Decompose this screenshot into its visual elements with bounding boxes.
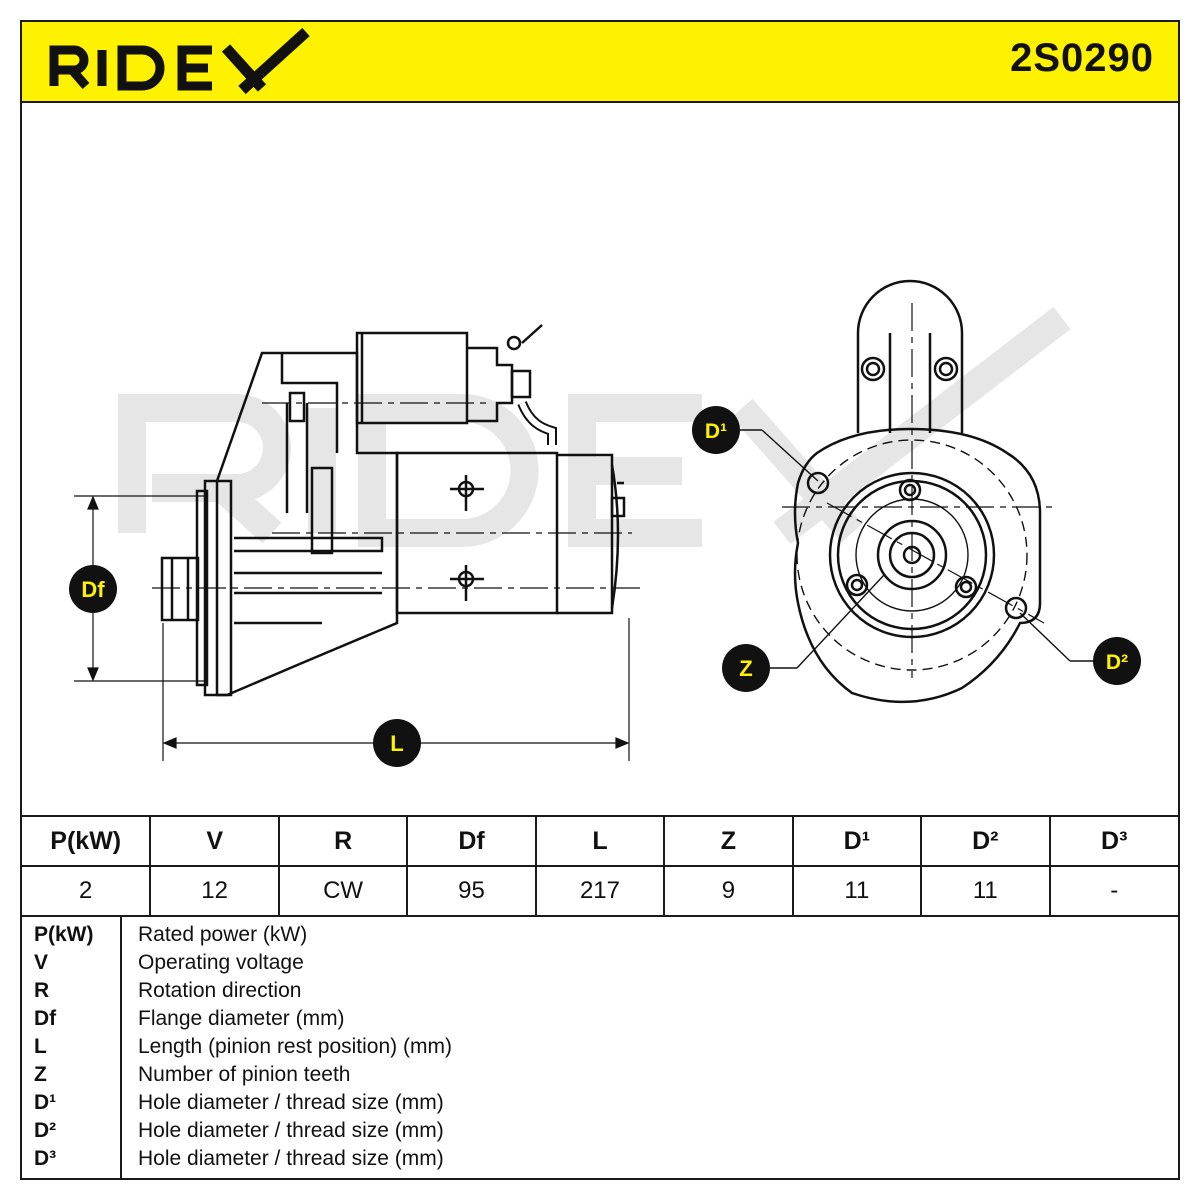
spec-header: D²	[921, 816, 1051, 867]
spec-header: L	[535, 816, 666, 867]
spec-value: -	[1049, 866, 1178, 917]
legend-desc: Flange diameter (mm)	[138, 1007, 345, 1030]
spec-value: 9	[664, 866, 794, 917]
spec-value: 2	[22, 866, 152, 917]
spec-table: P(kW) V R Df L Z D¹ D² D³ 2 12 CW 95 217…	[22, 815, 1178, 917]
legend-row: V Operating voltage	[22, 951, 1178, 979]
legend-row: D¹ Hole diameter / thread size (mm)	[22, 1091, 1178, 1119]
side-view	[152, 324, 642, 697]
legend-row: D³ Hole diameter / thread size (mm)	[22, 1147, 1178, 1175]
spec-value: 217	[535, 866, 666, 917]
legend-row: L Length (pinion rest position) (mm)	[22, 1035, 1178, 1063]
spec-header: D³	[1049, 816, 1178, 867]
spec-header: Z	[664, 816, 794, 867]
df-label: Df	[81, 577, 105, 602]
legend-desc: Length (pinion rest position) (mm)	[138, 1035, 452, 1058]
spec-header: V	[150, 816, 280, 867]
z-callout: Z	[722, 574, 885, 692]
spec-value: 12	[150, 866, 280, 917]
l-badge: L	[373, 719, 421, 767]
spec-value-row: 2 12 CW 95 217 9 11 11 -	[22, 866, 1178, 917]
legend: P(kW) Rated power (kW) V Operating volta…	[22, 915, 1178, 1178]
spec-value: CW	[278, 866, 409, 917]
spec-header: P(kW)	[22, 816, 152, 867]
d2-label: D²	[1106, 651, 1128, 674]
header-bar: 2S0290	[22, 22, 1178, 103]
legend-key: R	[34, 979, 50, 1002]
spec-header: R	[278, 816, 409, 867]
legend-row: P(kW) Rated power (kW)	[22, 923, 1178, 951]
spec-value: 11	[921, 866, 1051, 917]
d1-label: D¹	[705, 420, 727, 443]
legend-key: D²	[34, 1119, 57, 1142]
z-label: Z	[739, 656, 752, 681]
legend-row: R Rotation direction	[22, 979, 1178, 1007]
legend-row: Df Flange diameter (mm)	[22, 1007, 1178, 1035]
legend-key: D³	[34, 1147, 57, 1170]
watermark-logo	[118, 306, 1071, 547]
spec-header: Df	[407, 816, 537, 867]
legend-key: L	[34, 1035, 47, 1058]
legend-desc: Rotation direction	[138, 979, 302, 1002]
legend-desc: Hole diameter / thread size (mm)	[138, 1147, 444, 1170]
spec-header-row: P(kW) V R Df L Z D¹ D² D³	[22, 816, 1178, 867]
legend-row: Z Number of pinion teeth	[22, 1063, 1178, 1091]
spec-value: 11	[792, 866, 923, 917]
ridex-logo	[49, 28, 310, 94]
technical-drawing: Df L	[69, 279, 1141, 767]
datasheet: 2S0290	[20, 20, 1180, 1180]
legend-desc: Hole diameter / thread size (mm)	[138, 1091, 444, 1114]
legend-desc: Number of pinion teeth	[138, 1063, 351, 1086]
legend-divider	[120, 915, 122, 1178]
d2-callout: D²	[1019, 612, 1141, 685]
legend-desc: Hole diameter / thread size (mm)	[138, 1119, 444, 1142]
spec-header: D¹	[792, 816, 923, 867]
legend-key: D¹	[34, 1091, 57, 1114]
legend-key: V	[34, 951, 49, 974]
df-badge: Df	[69, 565, 117, 613]
front-view-centerlines	[782, 303, 1052, 678]
l-label: L	[390, 731, 403, 756]
legend-desc: Operating voltage	[138, 951, 304, 974]
legend-key: P(kW)	[34, 923, 94, 946]
legend-desc: Rated power (kW)	[138, 923, 308, 946]
legend-key: Z	[34, 1063, 47, 1086]
legend-row: D² Hole diameter / thread size (mm)	[22, 1119, 1178, 1147]
legend-key: Df	[34, 1007, 57, 1030]
d1-callout: D¹	[692, 406, 819, 482]
part-number: 2S0290	[1010, 36, 1154, 80]
spec-value: 95	[407, 866, 537, 917]
